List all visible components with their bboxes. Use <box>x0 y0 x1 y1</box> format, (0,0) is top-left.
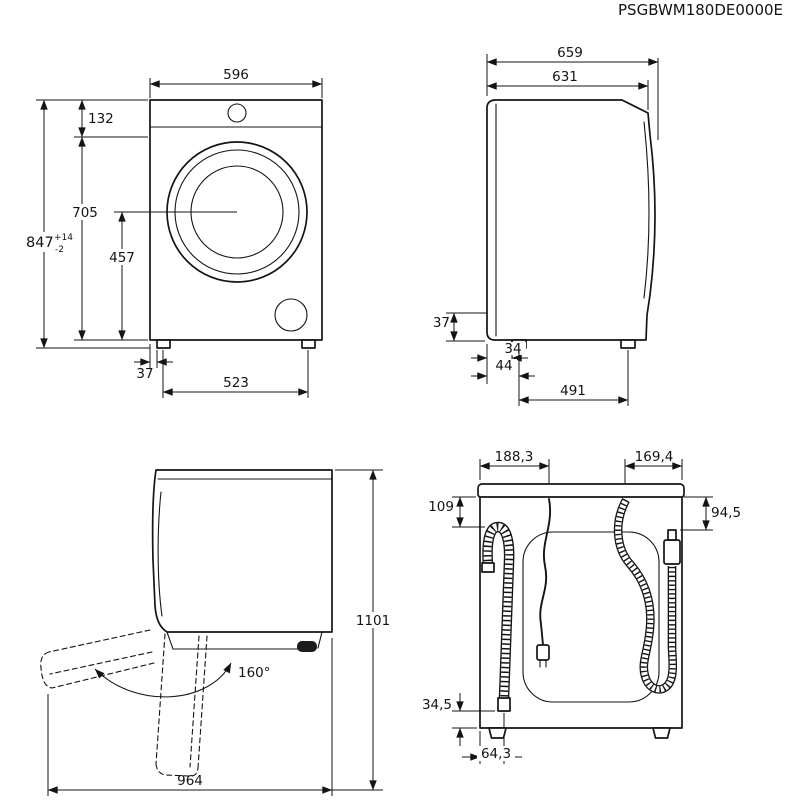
dim-label-rear-drain-x-offset: 64,3 <box>481 746 511 762</box>
front-program-knob <box>227 103 247 123</box>
rear-view: 188,3 169,4 109 94,5 34,5 64,3 <box>422 449 741 764</box>
dim-label-side-base-height: 37 <box>433 315 450 331</box>
front-cabinet-outline <box>149 99 323 341</box>
dim-label-side-foot-offset-a: 34 <box>504 341 521 357</box>
open-view-base-front-line <box>166 631 174 650</box>
inlet-hose-nipple <box>667 529 677 541</box>
open-view-base-rear-line <box>317 631 323 649</box>
dim-label-open-angle: 160° <box>238 665 271 681</box>
door-open-dashed-inner <box>49 651 153 675</box>
dim-label-front-height-tol-minus: -2 <box>55 245 64 255</box>
open-view-rear-foot <box>297 641 317 652</box>
dim-label-front-height-tol-plus: +14 <box>54 233 73 243</box>
rear-back-panel <box>522 531 660 703</box>
dim-label-front-foot-offset: 37 <box>136 366 153 382</box>
inlet-hose <box>613 497 681 694</box>
dim-label-rear-left-offset: 188,3 <box>495 449 534 465</box>
dim-label-open-height: 1101 <box>356 613 390 629</box>
dim-label-side-foot-offset-b: 44 <box>495 358 512 374</box>
door-open-view: 160° 1101 964 <box>40 469 393 796</box>
door-hanging-dashed-inner <box>189 635 200 768</box>
document-code: PSGBWM180DE0000E <box>618 1 783 19</box>
dim-label-front-door-centre: 457 <box>109 250 135 266</box>
dim-label-rear-right-offset: 169,4 <box>635 449 674 465</box>
front-filter-cap <box>274 298 308 332</box>
dim-label-front-width: 596 <box>223 67 249 83</box>
door-hanging-dashed-bottom <box>155 763 199 777</box>
dim-label-rear-drain-clearance: 34,5 <box>422 697 452 713</box>
door-hanging-dashed-right <box>197 635 208 769</box>
side-view: 659 631 37 34 44 491 <box>433 45 659 406</box>
side-front-foot <box>620 339 636 349</box>
dim-label-rear-inlet-drop: 94,5 <box>711 505 741 521</box>
open-view-cabinet-outline <box>151 469 333 633</box>
door-open-dashed-endcap <box>40 651 53 689</box>
door-swing-arc <box>94 662 232 698</box>
open-view-door-front-line <box>157 491 163 617</box>
dim-label-side-depth-cabinet: 631 <box>552 69 578 85</box>
drain-hose <box>481 521 515 712</box>
dim-label-front-foot-span: 523 <box>223 375 249 391</box>
inlet-hose-connector <box>663 539 681 565</box>
rear-top-cap <box>477 483 685 499</box>
rear-left-foot <box>488 727 507 739</box>
front-right-foot <box>301 339 316 349</box>
drain-hose-bottom-cuff <box>497 697 511 712</box>
dim-label-front-top-section: 132 <box>88 111 114 127</box>
side-cabinet-outline <box>486 99 656 341</box>
door-hanging-dashed-left <box>155 633 166 765</box>
power-cord <box>536 498 551 668</box>
power-plug <box>536 644 550 661</box>
dim-label-open-depth: 964 <box>177 773 203 789</box>
dim-label-front-total-height: 847 <box>26 235 54 251</box>
dim-label-rear-drain-drop: 109 <box>428 499 454 515</box>
front-view: 596 847 +14 -2 132 705 457 37 523 <box>24 67 323 398</box>
dim-label-side-foot-span: 491 <box>560 383 586 399</box>
drain-hose-end-fitting <box>481 562 495 573</box>
door-open-dashed-top <box>48 629 151 653</box>
dim-label-side-depth-total: 659 <box>557 45 583 61</box>
dim-label-front-body-height: 705 <box>72 205 98 221</box>
side-door-edge-arc <box>643 121 650 299</box>
front-left-foot <box>156 339 171 349</box>
rear-right-foot <box>652 727 671 739</box>
